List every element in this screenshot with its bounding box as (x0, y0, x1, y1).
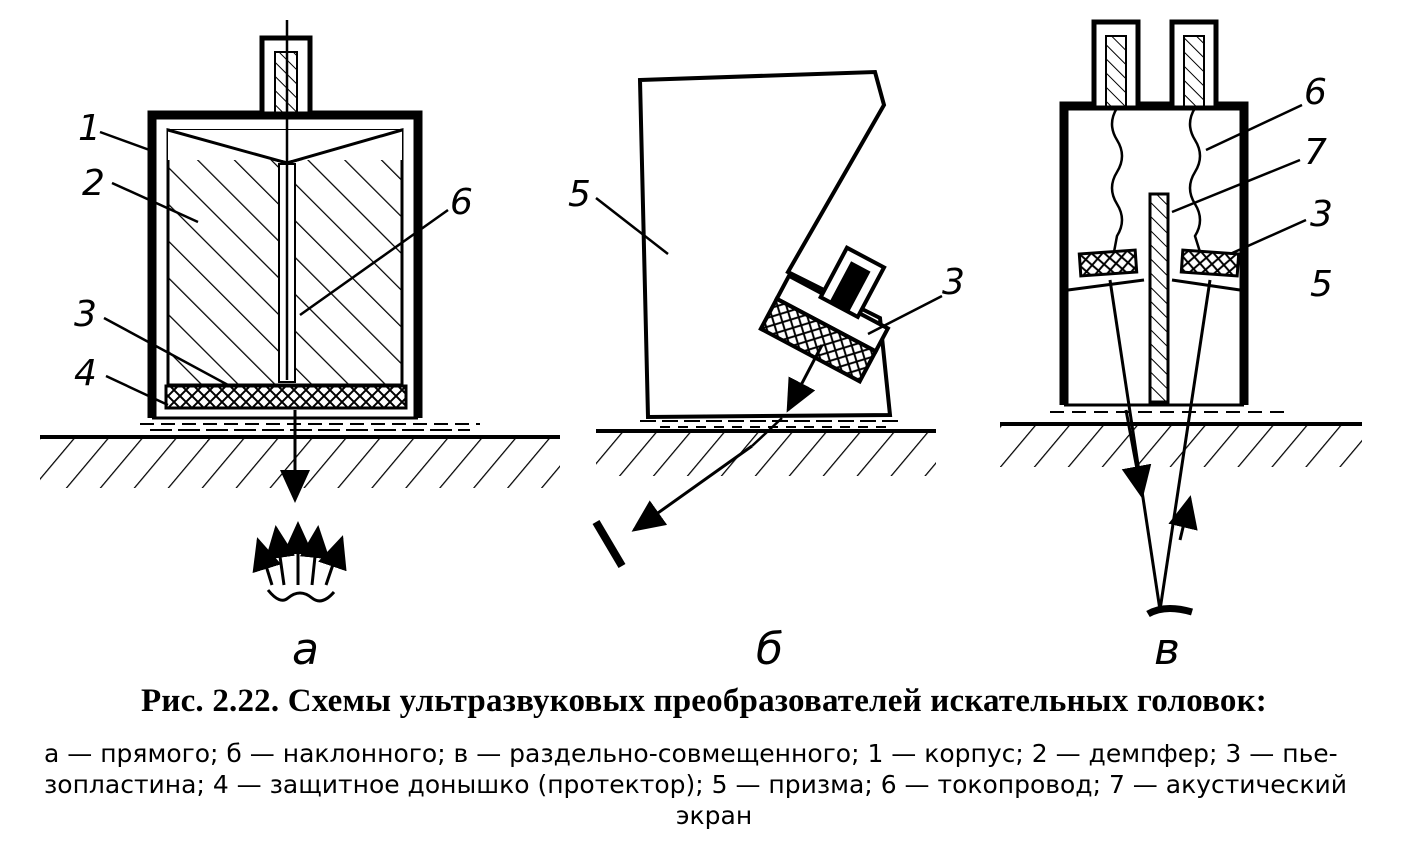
transducer-b (758, 245, 891, 385)
couplant-a (140, 423, 480, 431)
part-label-v: в (1154, 624, 1180, 675)
piezo-plate-right-v (1179, 248, 1241, 278)
couplant-b (640, 420, 900, 428)
figure-caption-legend: а — прямого; б — наклонного; в — раздель… (44, 738, 1384, 831)
diagram-v: 6 7 3 5 в (1000, 19, 1362, 675)
diagram-b: 5 3 б (568, 69, 965, 675)
reflector-v (1146, 605, 1193, 618)
callout-a-3: 3 (74, 294, 97, 335)
transducer-diagram: 1 2 6 3 4 а (40, 19, 1362, 675)
callout-v-5: 5 (1310, 264, 1333, 305)
callout-a-1: 1 (78, 108, 101, 149)
caption-line-3: экран (675, 801, 753, 830)
part-label-a: а (292, 624, 319, 675)
ground-a (40, 435, 560, 492)
ground-b (596, 429, 936, 480)
housing-v (1059, 101, 1249, 405)
callout-v-7: 7 (1304, 132, 1327, 173)
acoustic-screen-v (1148, 192, 1170, 404)
callout-b-3: 3 (942, 262, 965, 303)
diagram-a: 1 2 6 3 4 а (40, 20, 560, 675)
flaw-b (592, 519, 626, 569)
part-label-b: б (756, 624, 783, 675)
callout-v-3: 3 (1310, 194, 1333, 235)
callout-b-5: 5 (568, 174, 591, 215)
callout-a-4: 4 (74, 353, 97, 394)
reflector-a (252, 521, 347, 603)
connectors-v (1091, 19, 1219, 111)
caption-line-2: зопластина; 4 — защитное донышко (протек… (44, 770, 1348, 799)
caption-line-1: а — прямого; б — наклонного; в — раздель… (44, 739, 1338, 768)
callout-a-2: 2 (82, 163, 105, 204)
callout-a-6: 6 (450, 182, 473, 223)
piezo-plate-a (164, 384, 408, 410)
figure-caption-title: Рис. 2.22. Схемы ультразвуковых преобраз… (141, 683, 1267, 719)
callout-v-6: 6 (1304, 72, 1327, 113)
piezo-plate-left-v (1077, 248, 1139, 278)
